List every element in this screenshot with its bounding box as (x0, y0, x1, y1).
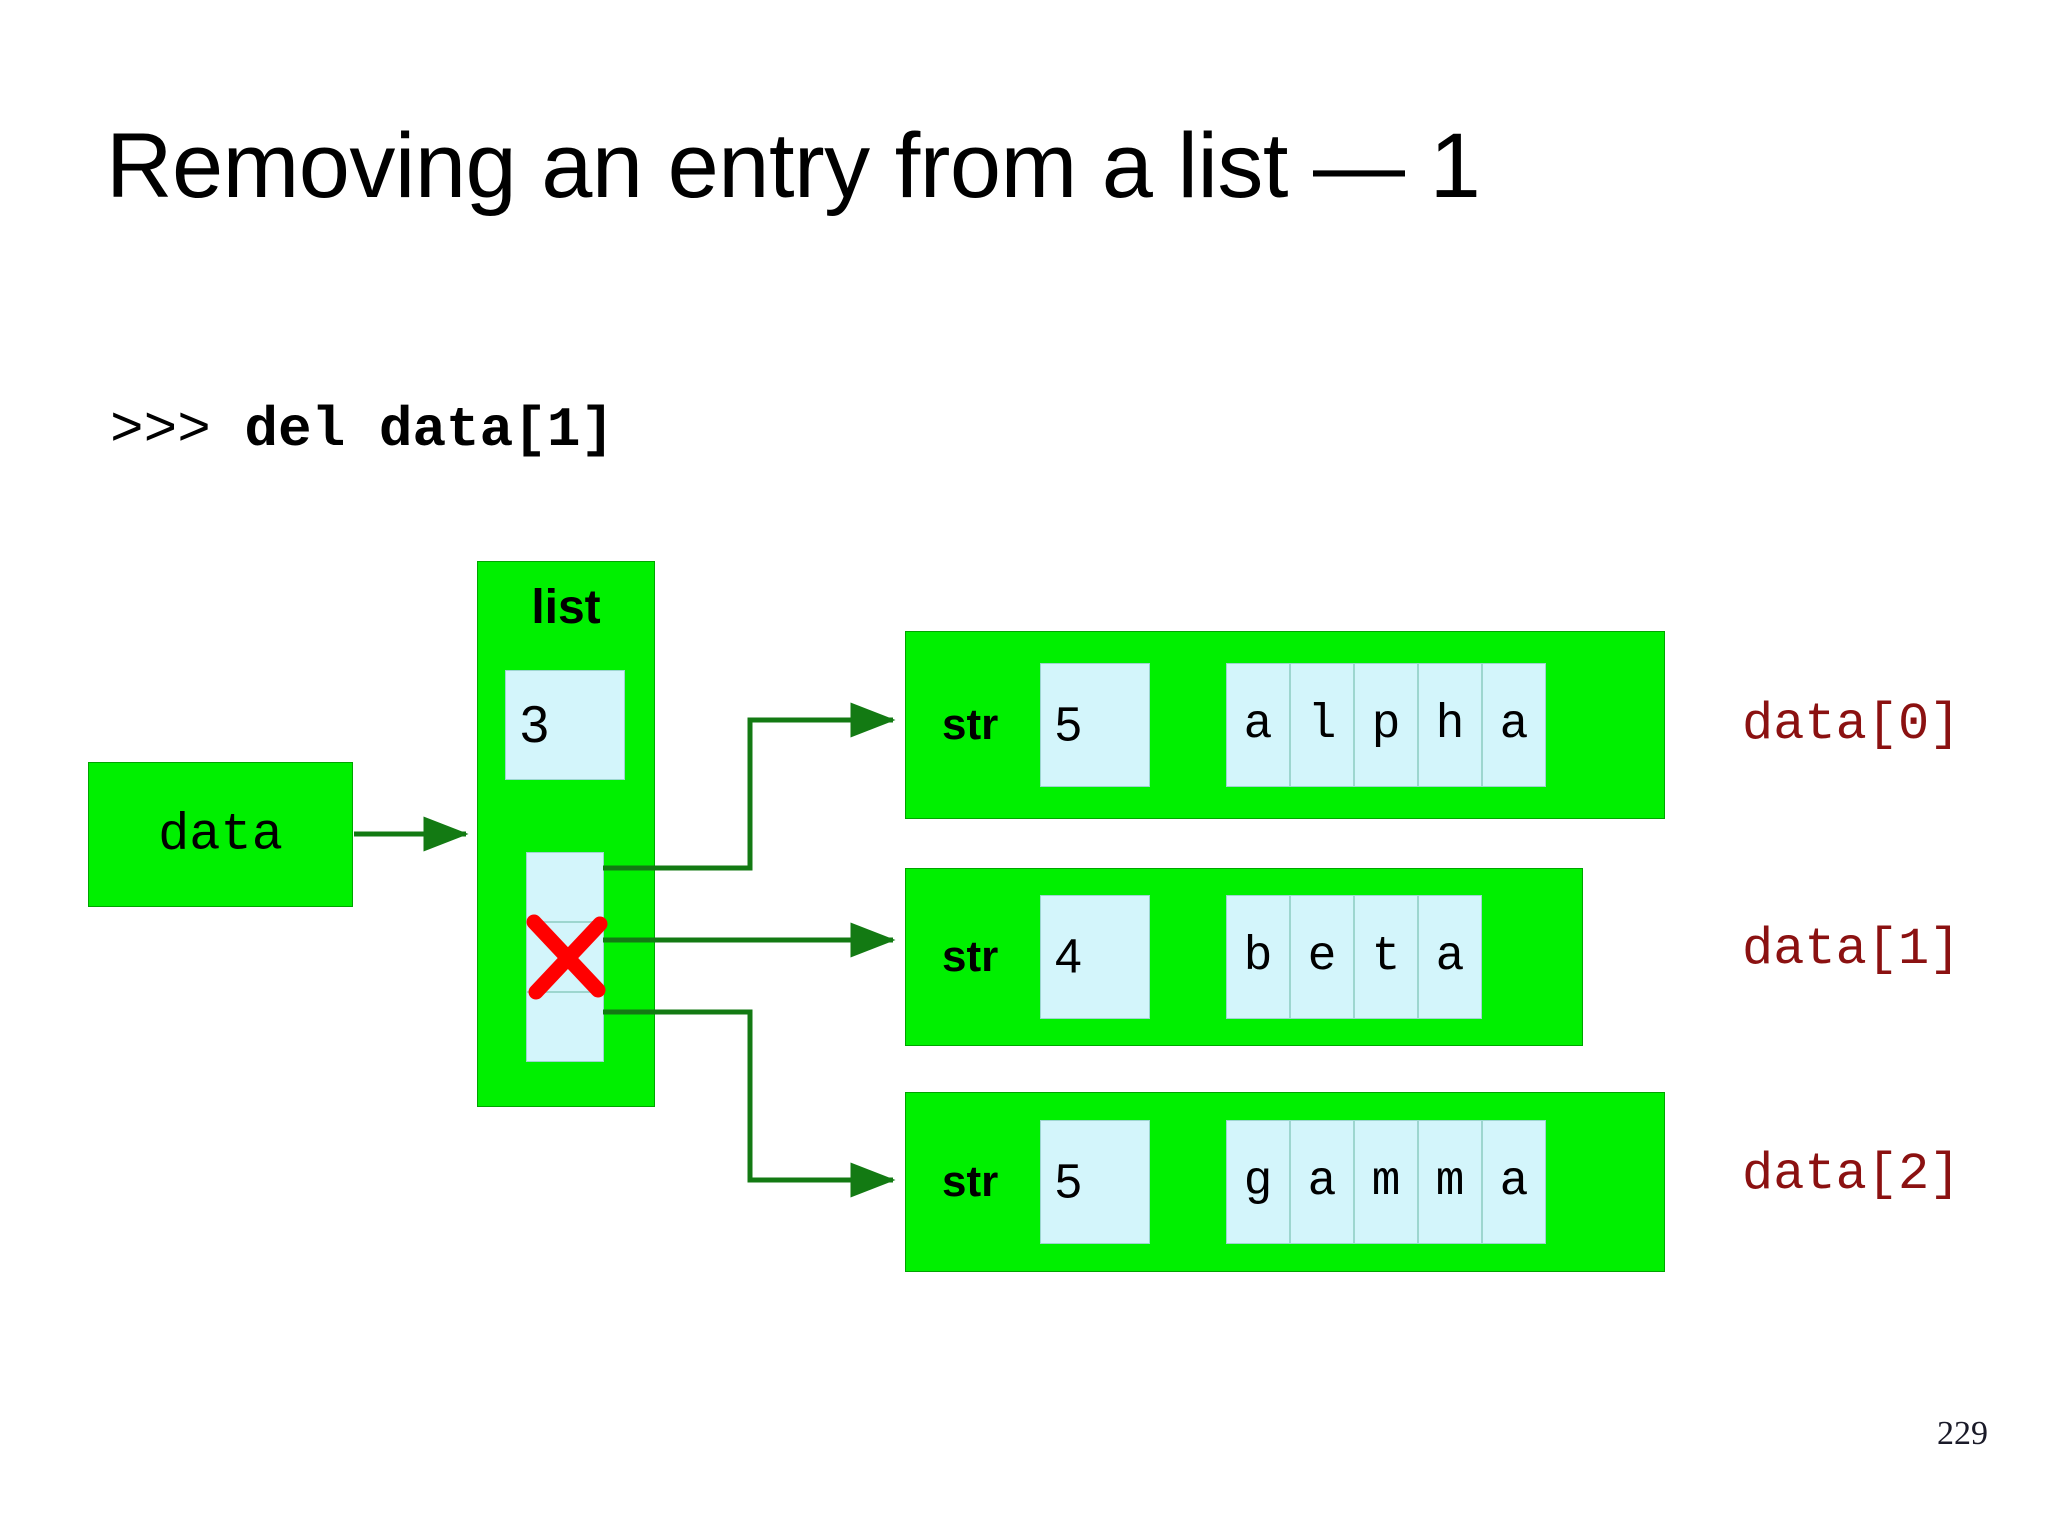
page-title: Removing an entry from a list — 1 (106, 115, 1481, 217)
str-char-value: a (1307, 1155, 1337, 1209)
str-char-cell: m (1354, 1120, 1418, 1244)
str-char-value: e (1307, 930, 1337, 984)
str-char-cell: a (1482, 663, 1546, 787)
str-length-cell: 5 (1040, 663, 1150, 787)
str-type-label: str (942, 1157, 999, 1206)
list-type-label: list (531, 581, 601, 634)
str-length-value: 5 (1055, 698, 1082, 752)
str-char-cell: a (1418, 895, 1482, 1019)
str-char-row: b e t a (1226, 895, 1482, 1019)
code-prompt-line: >>> del data[1] (110, 398, 615, 462)
index-label-data-1: data[1] (1742, 920, 1961, 979)
str-char-cell: t (1354, 895, 1418, 1019)
variable-name-label: data (158, 805, 283, 864)
list-object-box: list 3 (477, 561, 655, 1107)
str-char-value: h (1435, 698, 1465, 752)
str-char-cell: h (1418, 663, 1482, 787)
str-length-value: 4 (1055, 930, 1082, 984)
str-char-cell: p (1354, 663, 1418, 787)
repl-statement: del data[1] (244, 398, 615, 462)
str-char-row: g a m m a (1226, 1120, 1546, 1244)
str-char-value: b (1243, 930, 1273, 984)
index-label-data-0: data[0] (1742, 695, 1961, 754)
str-char-value: a (1499, 698, 1529, 752)
str-char-row: a l p h a (1226, 663, 1546, 787)
str-length-value: 5 (1055, 1155, 1082, 1209)
str-char-cell: g (1226, 1120, 1290, 1244)
str-char-value: a (1243, 698, 1273, 752)
str-char-value: a (1499, 1155, 1529, 1209)
str-object-box-0: str 5 a l p h a (905, 631, 1665, 819)
str-char-value: a (1435, 930, 1465, 984)
str-char-cell: a (1226, 663, 1290, 787)
str-char-value: m (1435, 1155, 1465, 1209)
str-object-box-2: str 5 g a m m a (905, 1092, 1665, 1272)
str-char-value: p (1371, 698, 1401, 752)
str-char-cell: a (1482, 1120, 1546, 1244)
variable-box-data: data (88, 762, 353, 907)
str-length-cell: 4 (1040, 895, 1150, 1019)
str-char-cell: b (1226, 895, 1290, 1019)
str-type-label: str (942, 700, 999, 749)
str-char-cell: a (1290, 1120, 1354, 1244)
str-char-value: g (1243, 1155, 1273, 1209)
str-char-value: m (1371, 1155, 1401, 1209)
str-type-label: str (942, 932, 999, 981)
repl-prompt: >>> (110, 398, 245, 462)
list-slot-0 (526, 852, 604, 922)
index-label-data-2: data[2] (1742, 1145, 1961, 1204)
str-char-cell: m (1418, 1120, 1482, 1244)
page-number: 229 (1937, 1415, 1988, 1452)
list-slot-2 (526, 992, 604, 1062)
str-char-value: l (1307, 698, 1337, 752)
str-object-box-1: str 4 b e t a (905, 868, 1583, 1046)
list-length-cell: 3 (505, 670, 625, 780)
str-char-cell: e (1290, 895, 1354, 1019)
list-slot-1 (526, 922, 604, 992)
str-char-value: t (1371, 930, 1401, 984)
str-length-cell: 5 (1040, 1120, 1150, 1244)
str-char-cell: l (1290, 663, 1354, 787)
list-length-value: 3 (520, 696, 549, 754)
